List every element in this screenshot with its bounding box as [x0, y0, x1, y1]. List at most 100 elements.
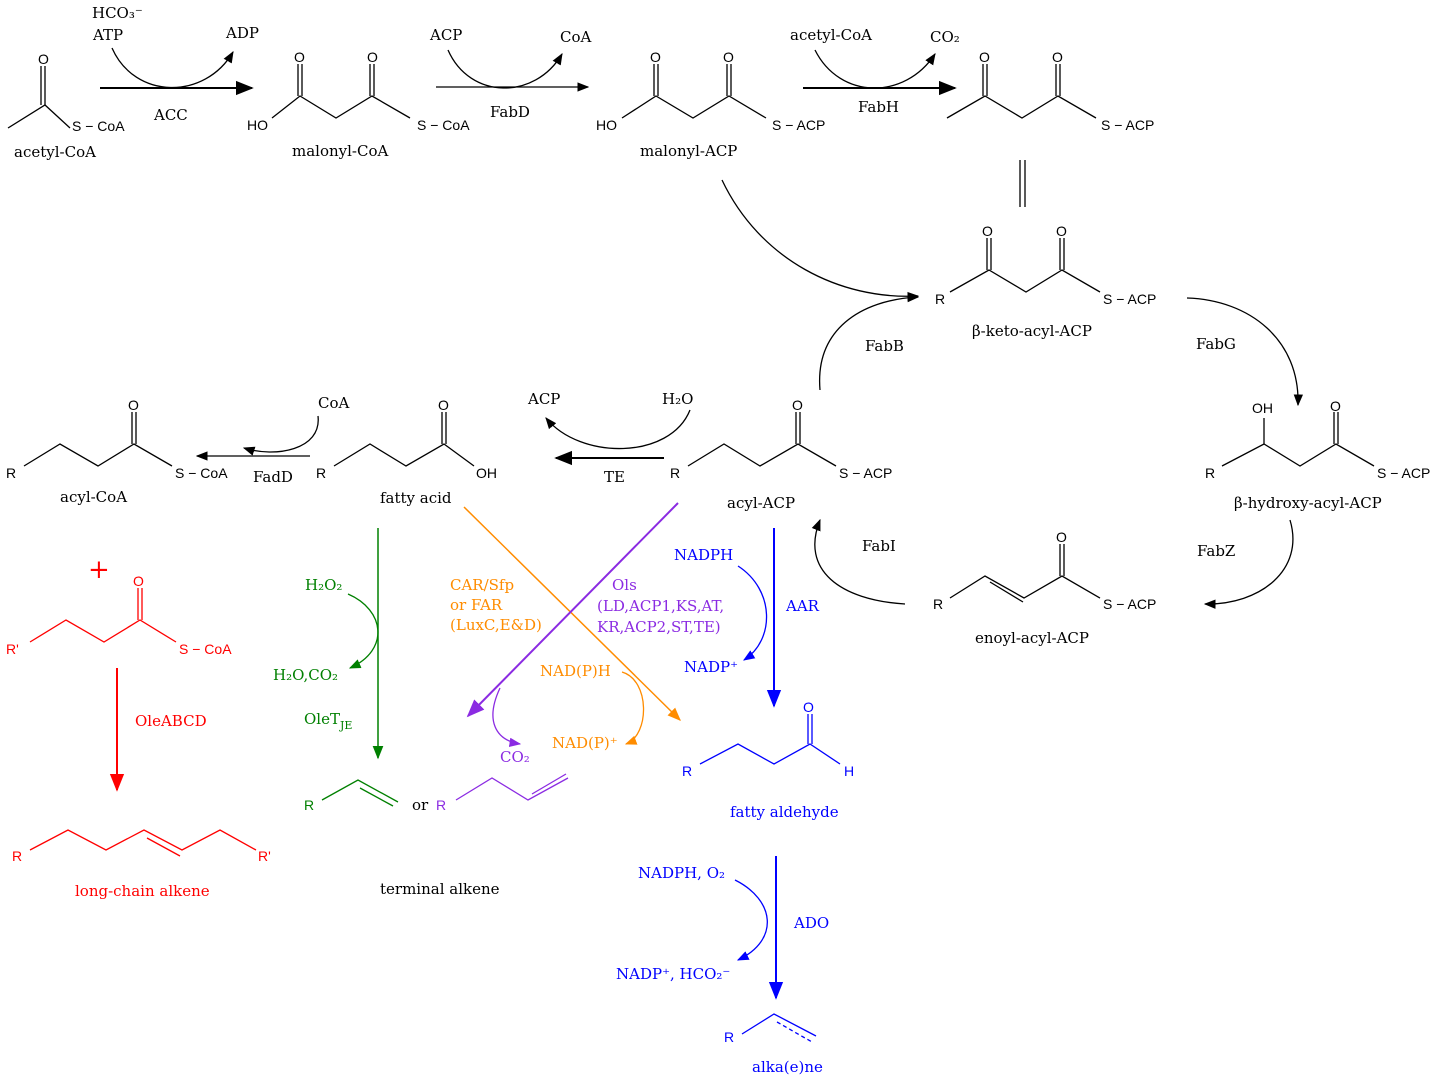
acyl-coa-o: O: [128, 397, 139, 413]
beta-keto-o1: O: [982, 223, 993, 239]
car-arrow: [463, 506, 681, 721]
car-nadph: NAD(P)H: [540, 662, 611, 680]
acyl-coa-scoa: S − CoA: [175, 465, 228, 481]
beta-keto-o2: O: [1056, 223, 1067, 239]
ado-nadph-o2: NADPH, O₂: [638, 864, 725, 882]
fabd-acp: ACP: [429, 26, 462, 44]
beta-keto-r: R: [935, 291, 945, 307]
aar-nadp: NADP⁺: [684, 658, 738, 676]
beta-hydroxy-oh: OH: [1252, 400, 1273, 416]
acyl-coa-r: R: [6, 465, 16, 481]
acc-hco3: HCO₃⁻: [92, 4, 143, 22]
fatty-acid-oh: OH: [476, 465, 497, 481]
ado-nadp-hco2: NADP⁺, HCO₂⁻: [616, 965, 730, 983]
malonyl-coa-scoa: S − CoA: [417, 117, 470, 133]
terminal-alkene-1-r: R: [304, 797, 314, 813]
car-line1: CAR/Sfp: [450, 576, 514, 594]
te-cofactor-arrow: [545, 409, 691, 450]
fatty-acid-structure: [333, 412, 475, 467]
car-line3: (LuxC,E&D): [450, 616, 542, 634]
acetoacetyl-acp-sacp: S − ACP: [1101, 117, 1154, 133]
acyl-coa-structure: [23, 412, 173, 467]
acetoacetyl-acp-structure: [946, 64, 1097, 119]
acetoacetyl-acp-o1: O: [979, 49, 990, 65]
fatty-aldehyde-label: fatty aldehyde: [730, 803, 839, 821]
aar-cofactor-arrow: [737, 565, 768, 661]
malonyl-coa-label: malonyl-CoA: [292, 142, 389, 160]
fabh-acetylcoa: acetyl-CoA: [790, 26, 872, 44]
malonyl-acp-sacp: S − ACP: [772, 117, 825, 133]
malonyl-acp-o1: O: [650, 49, 661, 65]
fatty-aldehyde-structure: [699, 714, 841, 765]
fabg-arrow: [1186, 297, 1303, 407]
malonyl-coa-structure: [271, 64, 411, 119]
acyl-acp-o: O: [792, 397, 803, 413]
fatty-acid-r: R: [316, 465, 326, 481]
car-nadp: NAD(P)⁺: [552, 734, 618, 752]
plus-sign: +: [88, 555, 110, 585]
te-acp: ACP: [527, 390, 560, 408]
acc-cofactor-arrow: [111, 47, 234, 89]
ols-line3: KR,ACP2,ST,TE): [597, 618, 721, 636]
fabb-enzyme: FabB: [865, 337, 904, 355]
ado-enzyme: ADO: [793, 914, 829, 932]
acyl-acp-r: R: [670, 465, 680, 481]
acc-adp: ADP: [225, 24, 259, 42]
fatty-aldehyde-h: H: [844, 763, 854, 779]
car-line2: or FAR: [450, 596, 503, 614]
terminal-alkene-structure-1: [321, 779, 399, 807]
fadd-enzyme: FadD: [253, 468, 293, 486]
olet-h2o-co2: H₂O,CO₂: [273, 666, 338, 684]
alkaene-structure: [741, 1013, 817, 1043]
ols-line1: Ols: [612, 576, 637, 594]
second-acyl-coa-structure: [29, 588, 177, 643]
beta-hydroxy-acyl-acp-label: β-hydroxy-acyl-ACP: [1234, 494, 1382, 512]
malonyl-acp-ho: HO: [596, 117, 617, 133]
malonyl-acp-structure: [621, 64, 767, 119]
aar-enzyme: AAR: [785, 597, 820, 615]
beta-hydroxy-o: O: [1330, 398, 1341, 414]
fatty-aldehyde-r: R: [682, 763, 692, 779]
fabz-arrow: [1203, 519, 1294, 609]
second-acyl-coa-rp: R': [6, 641, 19, 657]
acetyl-coa-o: O: [38, 51, 49, 67]
malonyl-acp-to-cycle-arrow: [721, 179, 920, 302]
fatty-acid-o: O: [438, 397, 449, 413]
enoyl-sacp: S − ACP: [1103, 596, 1156, 612]
enoyl-acyl-acp-label: enoyl-acyl-ACP: [975, 629, 1089, 647]
alkaene-label: alka(e)ne: [752, 1058, 823, 1076]
malonyl-acp-label: malonyl-ACP: [640, 142, 737, 160]
fabz-enzyme: FabZ: [1197, 542, 1235, 560]
malonyl-coa-ho: HO: [247, 117, 268, 133]
acetyl-coa-structure: [7, 66, 71, 129]
fabd-enzyme: FabD: [490, 103, 530, 121]
te-h2o: H₂O: [662, 390, 693, 408]
olet-h2o2: H₂O₂: [305, 576, 342, 594]
olet-enzyme-sub: JE: [339, 719, 352, 732]
fabh-co2: CO₂: [930, 28, 960, 46]
acc-atp: ATP: [92, 26, 123, 44]
equivalence-sign: [1019, 160, 1026, 207]
ols-co2: CO₂: [500, 748, 530, 766]
long-chain-alkene-structure: [29, 829, 257, 857]
fabi-enzyme: FabI: [862, 537, 896, 555]
beta-hydroxy-r: R: [1205, 465, 1215, 481]
malonyl-coa-o1: O: [294, 49, 305, 65]
car-cofactor-arrow: [621, 671, 645, 745]
beta-keto-acyl-acp-structure: [949, 238, 1101, 293]
fabd-coa: CoA: [560, 28, 592, 46]
fabd-cofactor-arrow: [447, 49, 563, 89]
beta-keto-sacp: S − ACP: [1103, 291, 1156, 307]
ols-line2: (LD,ACP1,KS,AT,: [597, 597, 724, 615]
long-chain-alkene-r: R: [12, 848, 22, 864]
terminal-alkene-2-r: R: [436, 797, 446, 813]
beta-keto-acyl-acp-label: β-keto-acyl-ACP: [972, 322, 1092, 340]
ols-arrow: [466, 502, 679, 718]
beta-hydroxy-acyl-acp-structure: [1221, 412, 1375, 467]
ado-cofactor-arrow: [734, 879, 768, 961]
beta-hydroxy-sacp: S − ACP: [1377, 465, 1430, 481]
olet-enzyme-name: OleT: [304, 710, 340, 728]
acyl-acp-label: acyl-ACP: [727, 494, 795, 512]
